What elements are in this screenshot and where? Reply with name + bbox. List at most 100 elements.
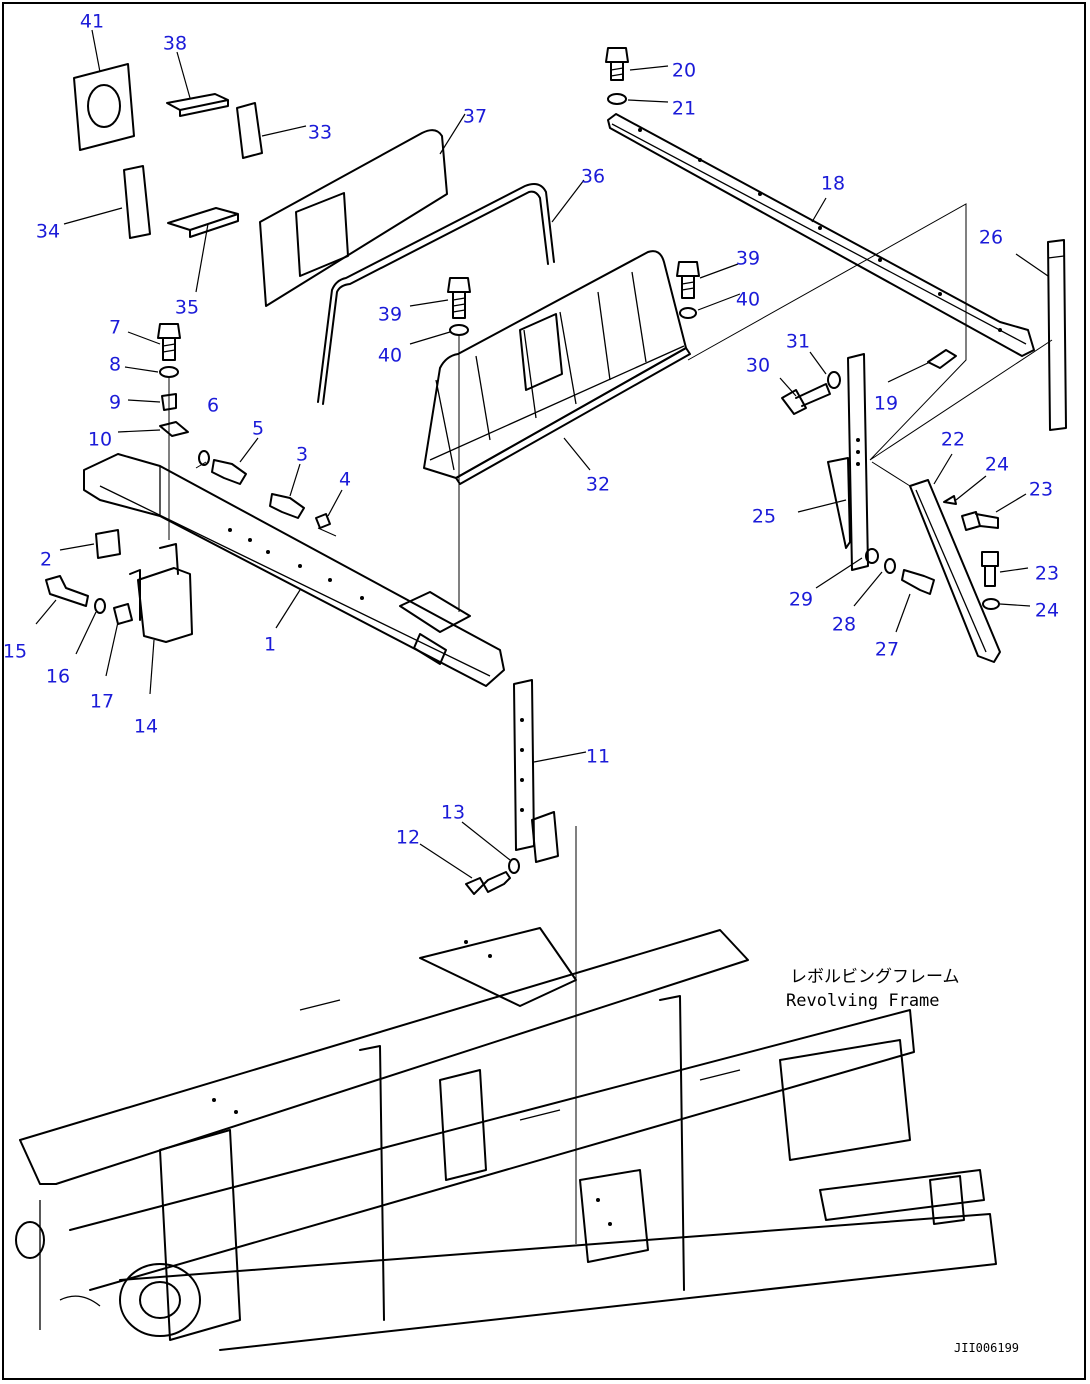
callout-40: 40 (378, 345, 402, 367)
leader-line-26 (1015, 253, 1049, 277)
part-17-collar (113, 603, 133, 625)
leader-line-33 (261, 125, 307, 137)
part-41-plate (73, 63, 135, 151)
part-12-bolt (465, 871, 511, 895)
callout-24: 24 (1035, 600, 1059, 622)
part-5-bolt (211, 459, 247, 485)
callout-36: 36 (581, 166, 605, 188)
leader-line-27 (895, 593, 911, 633)
part-19-clip (927, 349, 957, 369)
callout-27: 27 (875, 639, 899, 661)
callout-35: 35 (175, 297, 199, 319)
callout-40: 40 (736, 289, 760, 311)
part-26-post (1047, 239, 1067, 431)
part-11-stay (513, 679, 559, 863)
callout-23: 23 (1029, 479, 1053, 501)
callout-16: 16 (46, 666, 70, 688)
callout-10: 10 (88, 429, 112, 451)
callout-numbers: 4138333736343578910653421516171413940323… (3, 11, 1059, 849)
callout-11: 11 (586, 746, 610, 768)
part-15-bolt (45, 575, 89, 607)
leader-line-40 (697, 293, 741, 311)
part-38-pad (166, 93, 229, 117)
part-10-plate (159, 421, 189, 437)
leader-line-8 (124, 366, 159, 373)
part-4-nut (315, 513, 331, 529)
alignment-lines (168, 203, 1053, 1244)
leader-line-23 (999, 567, 1029, 573)
part-6-washer (198, 450, 210, 466)
callout-21: 21 (672, 98, 696, 120)
leader-line-2 (59, 543, 95, 551)
leader-line-11 (533, 751, 587, 763)
part-24-washer-lower (982, 598, 1000, 610)
part-30-bolt (781, 383, 831, 415)
part-37-panel (259, 129, 448, 307)
leader-line-10 (117, 429, 161, 433)
callout-28: 28 (832, 614, 856, 636)
callout-5: 5 (252, 418, 264, 440)
callout-8: 8 (109, 354, 121, 376)
callout-15: 15 (3, 641, 27, 663)
leader-line-36 (551, 179, 585, 223)
part-39-bolt-left (447, 277, 471, 319)
callout-30: 30 (746, 355, 770, 377)
leader-line-3 (289, 463, 301, 497)
callout-1: 1 (264, 634, 276, 656)
leader-line-34 (63, 207, 123, 225)
callout-41: 41 (80, 11, 104, 33)
leader-line-16 (75, 611, 97, 655)
callout-39: 39 (736, 248, 760, 270)
callout-39: 39 (378, 304, 402, 326)
part-1-beam (83, 453, 505, 687)
leader-line-1 (275, 589, 301, 629)
part-23-bolt-lower (981, 551, 999, 587)
callout-32: 32 (586, 474, 610, 496)
part-34-pad (123, 165, 151, 239)
part-14-bracket (129, 543, 193, 643)
leader-line-12 (419, 843, 473, 879)
callout-leaders (35, 29, 1049, 879)
part-7-bolt (157, 323, 181, 361)
leader-line-30 (779, 377, 797, 397)
part-13-washer (508, 858, 520, 874)
callout-37: 37 (463, 106, 487, 128)
leader-line-19 (887, 361, 931, 383)
callout-22: 22 (941, 429, 965, 451)
leader-line-7 (127, 331, 161, 345)
frame-label-japanese: レボルビングフレーム (790, 967, 960, 987)
leader-line-18 (811, 197, 827, 223)
part-16-washer (94, 598, 106, 614)
callout-20: 20 (672, 60, 696, 82)
leader-line-9 (127, 399, 161, 403)
part-20-bolt (605, 47, 629, 81)
part-36-seal (317, 183, 555, 405)
part-9-collar (161, 393, 177, 411)
leader-line-21 (627, 99, 669, 103)
frame-label-english: Revolving Frame (786, 991, 940, 1011)
leader-line-39 (409, 299, 449, 307)
callout-3: 3 (296, 444, 308, 466)
leader-line-15 (35, 599, 57, 625)
part-8-washer (159, 366, 179, 378)
part-18-bar (607, 113, 1035, 357)
leader-line-32 (563, 437, 591, 471)
callout-6: 6 (207, 395, 219, 417)
part-32-bracket (423, 250, 691, 485)
callout-14: 14 (134, 716, 158, 738)
leader-line-22 (933, 453, 953, 485)
drawing-code: JII006199 (954, 1341, 1019, 1355)
leader-line-4 (327, 489, 343, 517)
part-3-bolt (269, 493, 305, 519)
leader-line-40 (409, 331, 451, 345)
part-22-stay (909, 479, 1001, 663)
leader-line-24 (999, 603, 1031, 607)
part-27-bolt (901, 569, 935, 595)
callout-13: 13 (441, 802, 465, 824)
leader-line-31 (809, 351, 827, 375)
callout-18: 18 (821, 173, 845, 195)
leader-line-13 (461, 821, 511, 861)
callout-7: 7 (109, 317, 121, 339)
